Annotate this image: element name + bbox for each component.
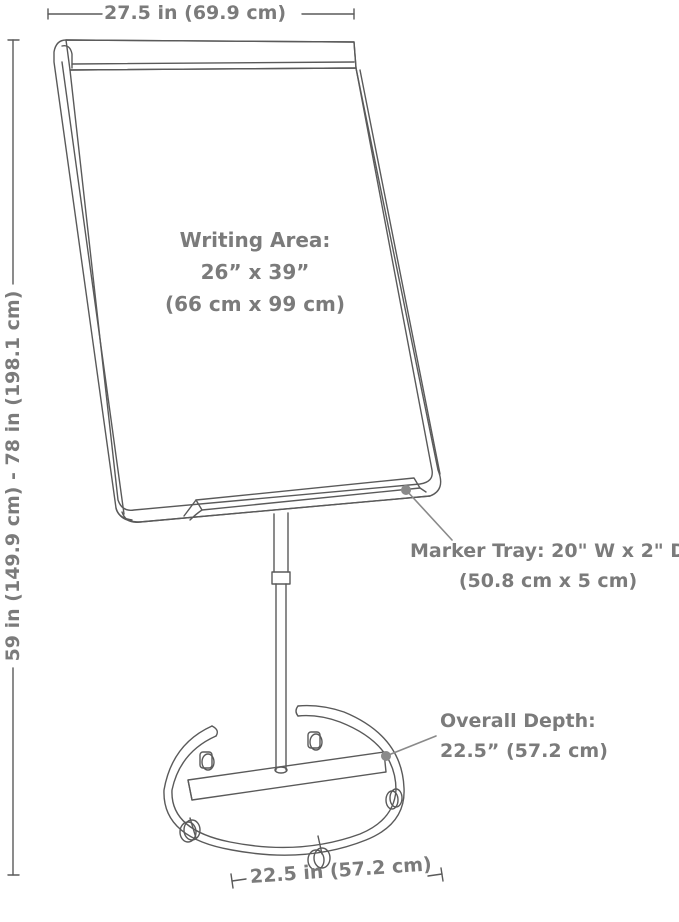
base-crossbar — [187, 751, 387, 801]
depth-callout-dot — [381, 751, 391, 761]
caster-back-left — [199, 751, 215, 771]
overall-depth-value: 22.5” (57.2 cm) — [440, 740, 608, 762]
overall-depth-title: Overall Depth: — [440, 710, 596, 732]
whiteboard-frame — [53, 39, 442, 523]
overall-depth-label: Overall Depth: 22.5” (57.2 cm) — [440, 706, 608, 766]
writing-area-cm: (66 cm x 99 cm) — [164, 292, 346, 316]
writing-area-title: Writing Area: — [179, 228, 331, 252]
caster-wheels — [179, 731, 403, 871]
base-dimension-line — [230, 867, 444, 889]
marker-tray — [183, 477, 427, 521]
writing-area-inches: 26” x 39” — [200, 260, 310, 284]
width-dimension-line — [47, 8, 355, 20]
caster-back-right — [307, 731, 323, 751]
caster-front-center — [307, 835, 331, 871]
height-dimension-line — [7, 39, 20, 876]
telescoping-pole — [271, 512, 291, 774]
caster-front-left — [179, 817, 201, 843]
width-label: 27.5 in (69.9 cm) — [104, 2, 287, 24]
depth-leader — [385, 735, 437, 757]
marker-tray-callout-dot — [401, 485, 411, 495]
base-ring — [163, 704, 405, 856]
marker-tray-size: Marker Tray: 20" W x 2" D — [410, 540, 679, 562]
marker-tray-size-cm: (50.8 cm x 5 cm) — [458, 570, 638, 592]
writing-area-label: Writing Area: 26” x 39” (66 cm x 99 cm) — [160, 224, 350, 320]
writing-surface — [69, 67, 433, 511]
marker-tray-leader — [405, 489, 453, 541]
caster-right — [385, 788, 403, 810]
height-label: 59 in (149.9 cm) - 78 in (198.1 cm) — [2, 290, 24, 662]
marker-tray-label: Marker Tray: 20" W x 2" D (50.8 cm x 5 c… — [410, 536, 679, 596]
